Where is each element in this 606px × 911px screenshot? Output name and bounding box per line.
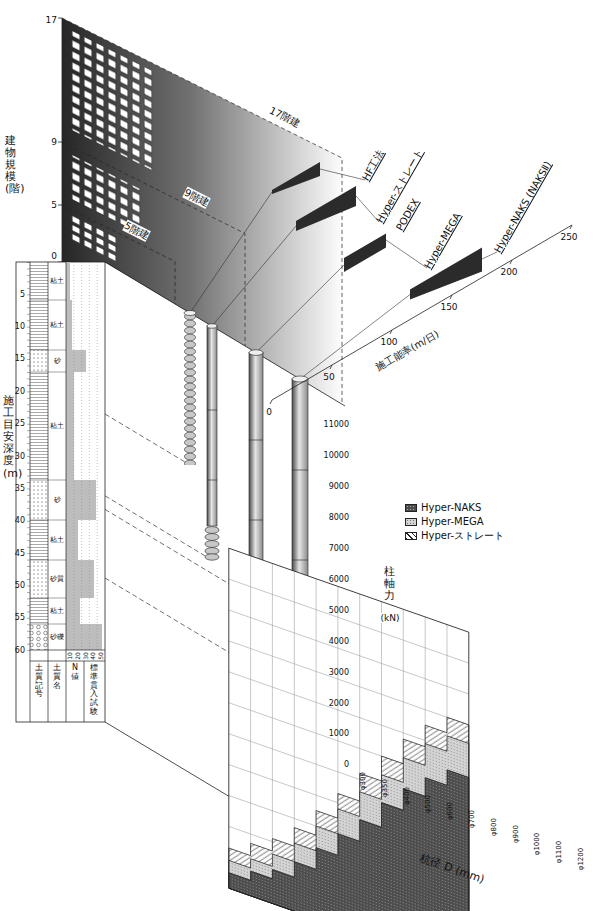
axis-tick: 50 [323,372,334,382]
axis-tick: φ1100 [555,841,563,863]
soil-name: 粘土 [50,321,64,329]
axis-tick: 250 [560,232,577,242]
scale-tick: 30 [82,652,88,660]
legend-swatch [405,532,417,540]
column-heading: 土質記号 [35,664,43,699]
axis-tick: φ300 [359,772,367,790]
scale-tick: 10 [67,652,73,660]
legend-text: Hyper-ストレート [421,530,504,542]
axis-tick: 10000 [324,451,349,460]
axis-tick: 5 [51,200,57,210]
axis-tick: 7000 [329,544,349,553]
axis-tick: 6000 [329,575,349,584]
soil-name: 粘土 [50,607,64,615]
axis-tick: φ1000 [533,833,541,855]
legend-swatch [405,518,417,526]
axis-tick: 9 [51,137,57,147]
soil-name: 粘土 [50,277,64,285]
method-label: Hyper-NAKS (NAKSⅡ) [492,160,554,255]
scale-tick: 20 [75,652,81,660]
axis-tick: φ400 [403,787,411,805]
axis-tick: φ700 [468,810,476,828]
axis-tick: 0 [51,251,57,261]
leader-lines [190,169,497,379]
depth-tick: 40 [15,516,25,525]
axis-tick: 9000 [329,482,349,491]
efficiency-axis [270,225,572,404]
depth-tick: 25 [15,419,25,428]
axis-tick: 11000 [324,420,349,429]
legend-text: Hyper-MEGA [421,516,484,528]
soil-name: 砂 [54,357,61,365]
axis-tick: 3000 [329,668,349,677]
scale-tick: 50 [98,652,104,660]
depth-tick: 60 [15,646,25,655]
axis-tick: φ800 [490,818,498,836]
column-heading: 土質名 [53,664,61,690]
axis-tick: 17 [46,15,57,25]
legend-text: Hyper-NAKS [421,502,481,514]
axis-tick: 0 [266,407,272,417]
axis-title: 施工目安深度(m) [3,395,14,480]
method-label: Hyper-MEGA [422,211,463,271]
depth-tick: 35 [15,484,25,493]
soil-name: 粘土 [50,536,64,544]
axis-title: 建物規模(階) [5,135,16,195]
depth-tick: 5 [20,290,25,299]
axis-tick: φ500 [424,795,432,813]
soil-name: 粘土 [50,422,64,430]
axis-tick: φ900 [512,825,520,843]
axis-tick: 4000 [329,637,349,646]
legend-swatch [405,504,417,512]
efficiency-bars [272,162,482,300]
depth-tick: 45 [15,549,25,558]
depth-tick: 50 [15,581,25,590]
depth-tick: 20 [15,387,25,396]
method-label: HF工法 [360,148,387,183]
axis-tick: 0 [344,760,349,769]
depth-tick: 10 [15,322,25,331]
axis-tick: 150 [440,302,457,312]
column-heading: 標準貫入試験 [90,664,98,717]
axis-tick: 2000 [329,699,349,708]
scale-tick: 40 [90,652,96,660]
axis-tick: 1000 [329,729,349,738]
soil-column [16,262,105,722]
axis-title: 柱軸力 [384,566,395,602]
axis-tick: 200 [500,267,517,277]
depth-tick: 15 [15,354,25,363]
axis-tick: 5000 [329,606,349,615]
column-heading: N値 [71,664,79,682]
soil-name: 砂 [54,496,61,504]
axis-title: (kN) [381,613,400,623]
method-label: PODEX [394,197,421,233]
axis-tick: φ350 [381,779,389,797]
soil-name: 砂礫 [50,633,64,641]
axis-tick: φ1200 [577,848,585,870]
soil-name: 砂質 [50,575,64,583]
axis-tick: 8000 [329,513,349,522]
depth-tick: 55 [15,613,25,622]
depth-tick: 30 [15,452,25,461]
axis-tick: φ600 [446,802,454,820]
axis-tick: 100 [380,337,397,347]
